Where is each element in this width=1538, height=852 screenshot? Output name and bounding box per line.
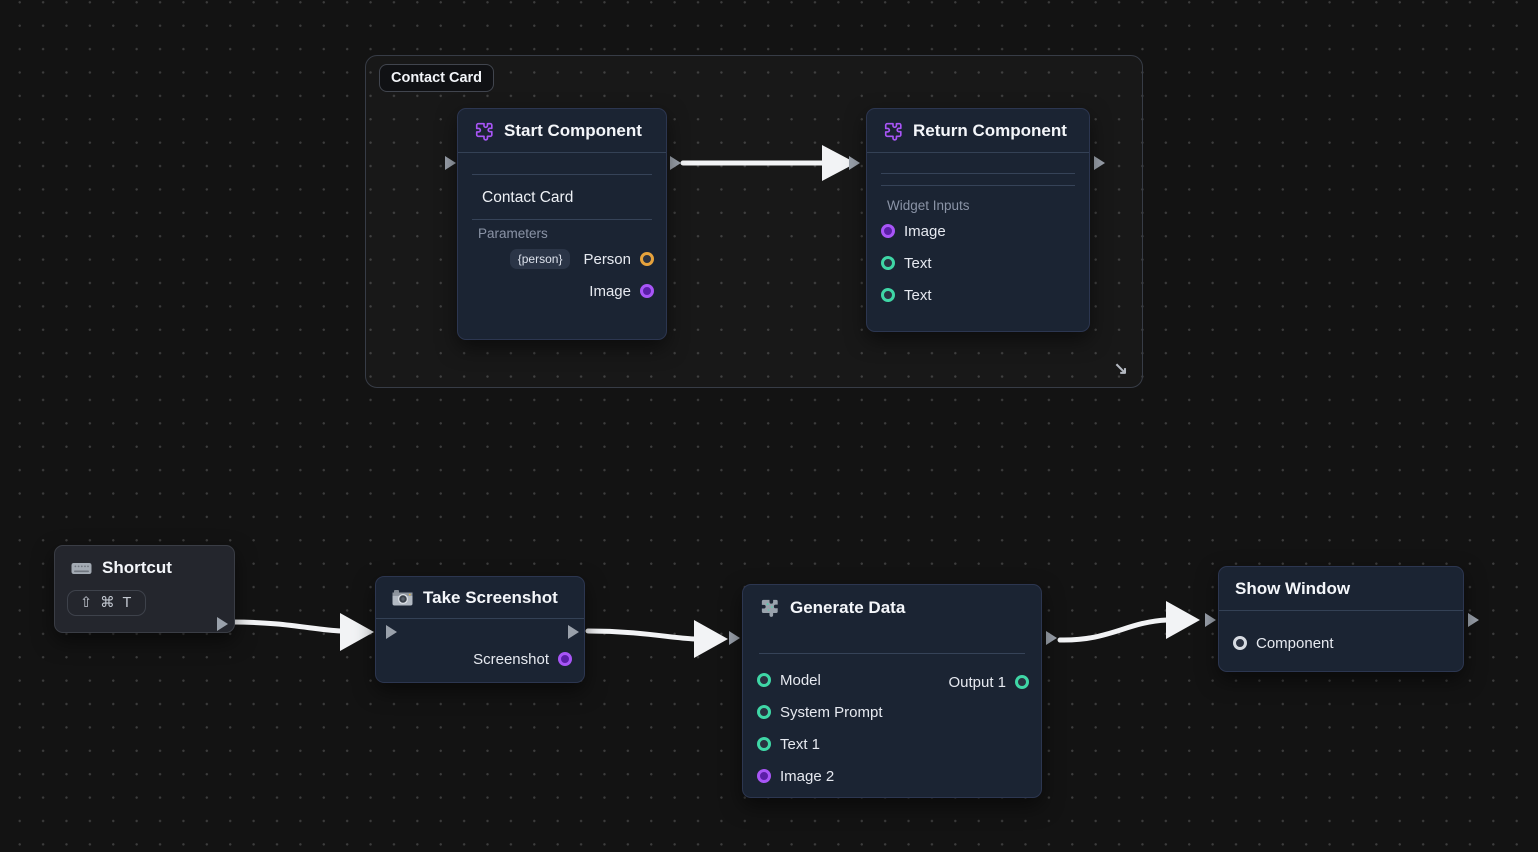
input-label: Image 2 bbox=[780, 767, 835, 785]
puzzle-icon bbox=[759, 597, 780, 618]
connector-screenshot-output[interactable] bbox=[568, 625, 579, 639]
port-system-prompt[interactable] bbox=[757, 705, 771, 719]
node-start-component[interactable]: Start Component Contact Card Parameters … bbox=[457, 108, 667, 340]
wire-shortcut-to-screenshot[interactable] bbox=[230, 613, 374, 651]
node-shortcut[interactable]: Shortcut ⇧ ⌘ T bbox=[54, 545, 235, 633]
input-row: Model bbox=[743, 664, 1041, 696]
connector-start-output[interactable] bbox=[670, 156, 681, 170]
port-image-2[interactable] bbox=[757, 769, 771, 783]
section-label: Widget Inputs bbox=[887, 198, 970, 213]
input-row: Text 1 bbox=[743, 728, 1041, 760]
input-row: Component bbox=[1219, 627, 1463, 659]
input-label: Text 1 bbox=[780, 735, 821, 753]
node-title: Show Window bbox=[1235, 578, 1351, 598]
port-screenshot[interactable] bbox=[558, 652, 572, 666]
input-row: Image bbox=[867, 215, 1089, 247]
group-contact-card[interactable]: Contact Card ↘ bbox=[365, 55, 1143, 388]
input-label: System Prompt bbox=[780, 703, 883, 721]
section-label: Parameters bbox=[478, 226, 548, 241]
param-row: Image bbox=[458, 275, 666, 307]
param-label: Image bbox=[589, 282, 631, 300]
divider bbox=[472, 219, 652, 220]
camera-icon bbox=[392, 589, 413, 606]
connector-show-input[interactable] bbox=[1205, 613, 1216, 627]
param-row: {person} Person bbox=[458, 243, 666, 275]
input-label: Text bbox=[904, 254, 932, 272]
node-generate-data[interactable]: Generate Data Model System Prompt Text 1… bbox=[742, 584, 1042, 798]
port-text[interactable] bbox=[881, 256, 895, 270]
param-label: Person bbox=[583, 250, 631, 268]
node-title: Return Component bbox=[913, 120, 1067, 140]
node-title: Take Screenshot bbox=[423, 587, 558, 607]
input-row: Text bbox=[867, 279, 1089, 311]
group-label[interactable]: Contact Card bbox=[379, 64, 495, 92]
port-text-1[interactable] bbox=[757, 737, 771, 751]
port-component[interactable] bbox=[1233, 636, 1247, 650]
input-label: Component bbox=[1256, 634, 1334, 652]
node-show-window[interactable]: Show Window Component bbox=[1218, 566, 1464, 672]
divider bbox=[881, 185, 1075, 186]
input-label: Image bbox=[904, 222, 946, 240]
port-text[interactable] bbox=[881, 288, 895, 302]
port-model[interactable] bbox=[757, 673, 771, 687]
port-output-1[interactable] bbox=[1015, 675, 1029, 689]
input-row: Image 2 bbox=[743, 760, 1041, 792]
connector-screenshot-input[interactable] bbox=[386, 625, 397, 639]
port-image[interactable] bbox=[881, 224, 895, 238]
port-person[interactable] bbox=[640, 252, 654, 266]
hotkey-pill[interactable]: ⇧ ⌘ T bbox=[67, 590, 147, 616]
output-row: Screenshot bbox=[376, 643, 584, 675]
input-label: Text bbox=[904, 286, 932, 304]
output-row: Output 1 bbox=[948, 666, 1029, 698]
puzzle-icon bbox=[474, 121, 494, 141]
output-label: Output 1 bbox=[948, 673, 1006, 691]
input-label: Model bbox=[780, 671, 821, 689]
widget-name: Contact Card bbox=[482, 189, 574, 206]
puzzle-icon bbox=[883, 121, 903, 141]
port-image[interactable] bbox=[640, 284, 654, 298]
node-title: Shortcut bbox=[102, 558, 172, 577]
connector-generate-output[interactable] bbox=[1046, 631, 1057, 645]
divider bbox=[759, 653, 1025, 654]
output-label: Screenshot bbox=[473, 650, 549, 668]
node-take-screenshot[interactable]: Take Screenshot Screenshot bbox=[375, 576, 585, 683]
param-badge[interactable]: {person} bbox=[509, 249, 571, 269]
divider bbox=[472, 174, 652, 175]
connector-return-input[interactable] bbox=[849, 156, 860, 170]
input-row: System Prompt bbox=[743, 696, 1041, 728]
connector-return-output[interactable] bbox=[1094, 156, 1105, 170]
connector-shortcut-output[interactable] bbox=[217, 617, 228, 631]
input-row: Text bbox=[867, 247, 1089, 279]
node-title: Start Component bbox=[504, 120, 642, 140]
resize-handle-icon[interactable]: ↘ bbox=[1113, 359, 1128, 378]
wire-screenshot-to-generate[interactable] bbox=[585, 620, 728, 658]
node-title: Generate Data bbox=[790, 597, 906, 617]
wire-generate-to-show[interactable] bbox=[1057, 601, 1200, 643]
keyboard-icon bbox=[71, 561, 92, 576]
divider bbox=[881, 173, 1075, 174]
connector-start-input[interactable] bbox=[445, 156, 456, 170]
connector-generate-input[interactable] bbox=[729, 631, 740, 645]
node-return-component[interactable]: Return Component Widget Inputs Image Tex… bbox=[866, 108, 1090, 332]
connector-show-output[interactable] bbox=[1468, 613, 1479, 627]
